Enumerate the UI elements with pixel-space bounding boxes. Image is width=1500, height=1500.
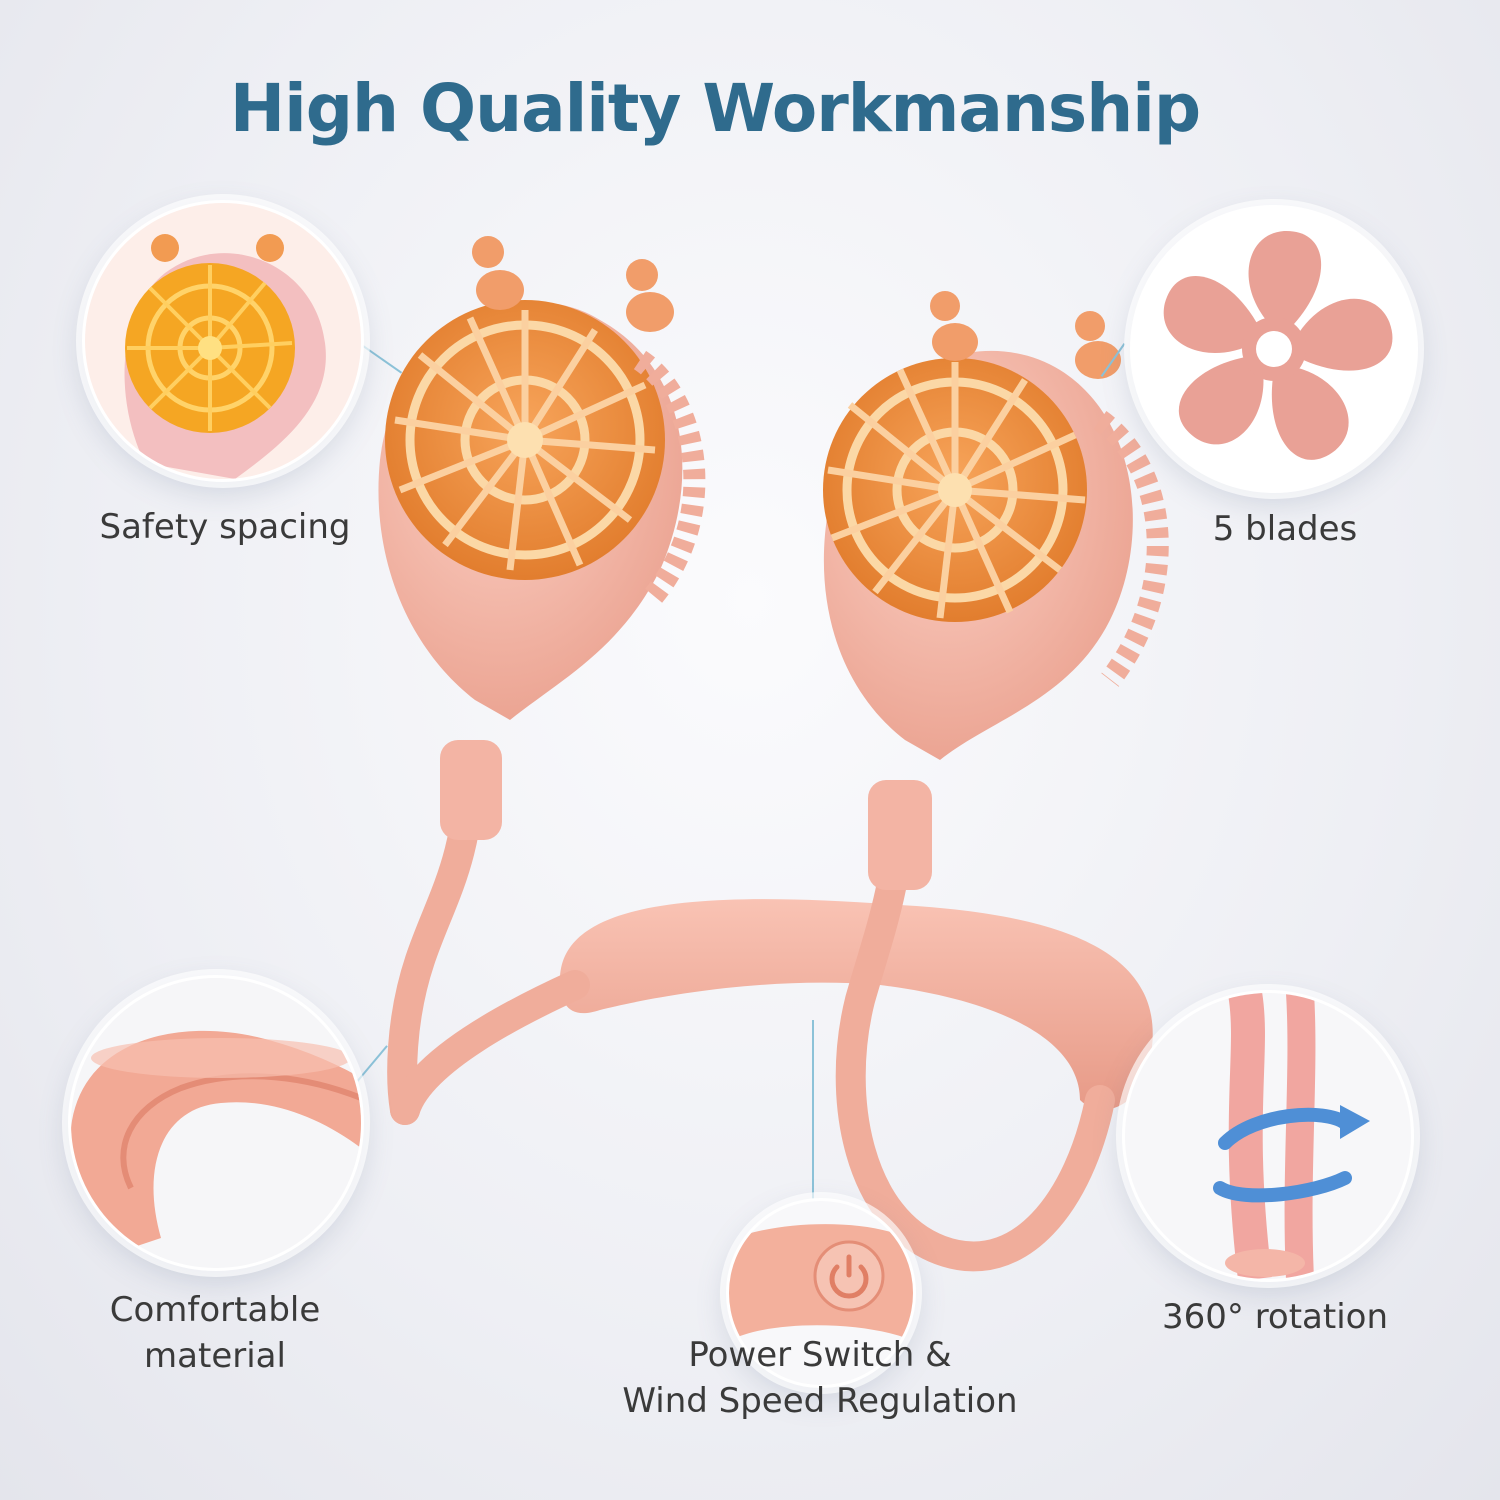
comfortable-material-line2: material xyxy=(144,1335,286,1376)
power-switch-line1: Power Switch & xyxy=(688,1335,952,1375)
safety-spacing-bubble xyxy=(82,200,364,482)
fan-grille-closeup-icon xyxy=(85,203,361,479)
safety-spacing-label: Safety spacing xyxy=(99,507,351,547)
power-button-closeup-icon xyxy=(729,1201,913,1385)
comfortable-material-label: Comfortable material xyxy=(70,1288,360,1380)
five-blades-bubble xyxy=(1130,205,1418,493)
leader-line-power xyxy=(812,1020,814,1200)
rotation-arrow-icon xyxy=(1125,993,1411,1279)
rotation-label: 360° rotation xyxy=(1161,1297,1389,1337)
neck-band xyxy=(560,899,1153,1110)
fan-blades-icon xyxy=(1133,208,1415,490)
power-switch-caption: Power Switch & Wind Speed Regulation xyxy=(565,1333,1075,1425)
page-title: High Quality Workmanship xyxy=(229,70,1201,147)
power-switch-bubble xyxy=(726,1198,916,1388)
rotation-bubble xyxy=(1122,990,1414,1282)
neck-band-closeup-icon xyxy=(71,978,361,1268)
power-icon xyxy=(829,1254,869,1299)
comfortable-material-line1: Comfortable xyxy=(109,1290,321,1330)
five-blades-label: 5 blades xyxy=(1212,509,1358,549)
power-switch-line2: Wind Speed Regulation xyxy=(622,1380,1018,1421)
comfortable-material-bubble xyxy=(68,975,364,1271)
